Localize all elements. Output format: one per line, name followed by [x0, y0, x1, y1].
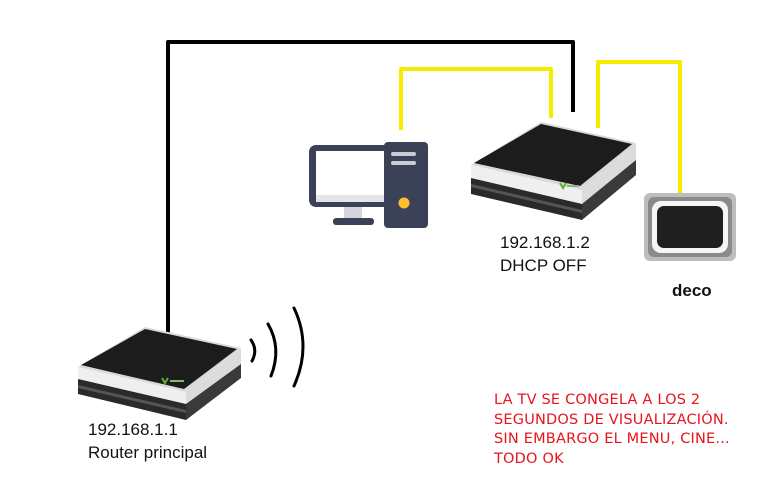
issue-note-line: SIN EMBARGO EL MENU, CINE... [494, 431, 730, 447]
secondary-router-ip: 192.168.1.2 [500, 233, 590, 252]
router-secondary-icon [471, 122, 636, 220]
decoder-label: deco [672, 281, 712, 300]
issue-note-line: SEGUNDOS DE VISUALIZACIÓN. [494, 411, 729, 428]
issue-note: LA TV SE CONGELA A LOS 2 SEGUNDOS DE VIS… [494, 391, 730, 469]
wifi-signal-icon [249, 306, 305, 388]
main-router-ip: 192.168.1.1 [88, 420, 178, 439]
router-main-icon [78, 327, 241, 420]
cable-yellow-decoder [596, 60, 682, 197]
secondary-router-label: 192.168.1.2 DHCP OFF [500, 231, 590, 277]
tv-decoder-icon [644, 193, 736, 261]
main-router-name: Router principal [88, 443, 208, 462]
ethernet-cable-black [166, 40, 575, 340]
issue-note-line: LA TV SE CONGELA A LOS 2 [494, 392, 701, 408]
secondary-router-mode: DHCP OFF [500, 256, 587, 275]
cable-yellow-computer [399, 67, 553, 130]
desktop-computer-icon [309, 142, 428, 228]
main-router-label: 192.168.1.1 Router principal [88, 418, 207, 464]
issue-note-line: TODO OK [494, 450, 564, 467]
